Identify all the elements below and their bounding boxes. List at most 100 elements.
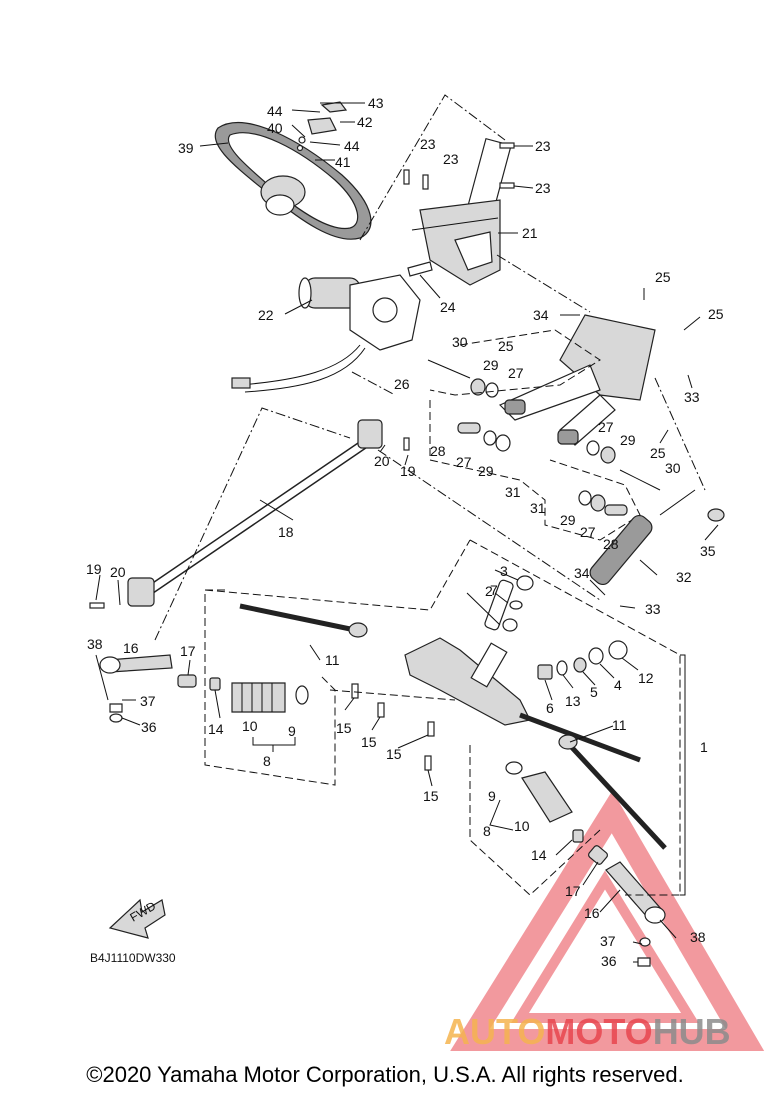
callout-37: 37 (140, 693, 156, 709)
callout-leaders (95, 102, 719, 963)
callout-21: 21 (522, 225, 538, 241)
watermark-logo-triangle (450, 790, 765, 1051)
callout-13: 13 (565, 693, 581, 709)
watermark-logo-text: AUTOMOTOHUB (444, 1011, 731, 1052)
callout-numbers: 1 2 3 4 5 6 7 8 9 10 11 12 13 14 15 16 1… (86, 95, 716, 769)
callout-31: 31 (505, 484, 521, 500)
callout-26: 26 (394, 376, 410, 392)
callout-29: 29 (483, 357, 499, 373)
callout-25c: 25 (498, 338, 514, 354)
leader-wheel (359, 94, 506, 241)
svg-text:AUTOMOTOHUB: AUTOMOTOHUB (444, 1011, 731, 1052)
column-bolts (403, 142, 515, 190)
bolt-30b (619, 469, 661, 491)
callout-5: 5 (590, 684, 598, 700)
callout-34b: 34 (574, 565, 590, 581)
callout-39: 39 (178, 140, 194, 156)
rack-mount-bolts (351, 683, 435, 771)
steering-column (411, 137, 512, 286)
callout-30b: 30 (665, 460, 681, 476)
tie-rod-end-right (605, 861, 666, 967)
group-26-outline (429, 329, 601, 396)
tie-rod-left (239, 603, 368, 638)
callout-10b: 10 (514, 818, 530, 834)
callout-15d: 15 (423, 788, 439, 804)
callout-9b: 9 (488, 788, 496, 804)
callout-43: 43 (368, 95, 384, 111)
callout-numbers-repeat: 44 23 23 23 25 25 25 27 27 27 29 29 29 2… (344, 136, 724, 969)
callout-44: 44 (267, 103, 283, 119)
callout-6: 6 (546, 700, 554, 716)
callout-17: 17 (180, 643, 196, 659)
callout-30: 30 (452, 334, 468, 350)
callout-28: 28 (430, 443, 446, 459)
band-right (572, 829, 584, 843)
callout-11b: 11 (612, 717, 627, 733)
callout-9: 9 (288, 723, 296, 739)
leader-bracket (496, 254, 591, 313)
callout-22: 22 (258, 307, 274, 323)
callout-27d: 27 (580, 524, 596, 540)
callout-19: 19 (86, 561, 102, 577)
leader-shaft-left (154, 407, 351, 641)
callout-25b: 25 (708, 306, 724, 322)
leader-shaft-top (351, 371, 396, 396)
jam-nut-left (177, 674, 197, 688)
callout-44b: 44 (344, 138, 360, 154)
bolt-19a (89, 602, 105, 609)
callout-20: 20 (110, 564, 126, 580)
callout-24: 24 (440, 299, 456, 315)
callout-15c: 15 (386, 746, 402, 762)
callout-25d: 25 (650, 445, 666, 461)
callout-14: 14 (208, 721, 224, 737)
leader-rack (377, 449, 601, 601)
callout-7: 7 (490, 582, 498, 598)
jam-nut-right (587, 845, 609, 865)
bolt-19b (403, 437, 410, 451)
callout-23d: 23 (535, 180, 551, 196)
callout-20b: 20 (374, 453, 390, 469)
steering-rack (404, 579, 641, 763)
tie-rod-end-left (99, 654, 173, 723)
watermark-hub: HUB (653, 1011, 731, 1052)
callout-33b: 33 (645, 601, 661, 617)
callout-19b: 19 (400, 463, 416, 479)
callout-36b: 36 (601, 953, 617, 969)
callout-40: 40 (267, 120, 283, 136)
watermark-auto: AUTO (444, 1011, 545, 1052)
callout-25: 25 (655, 269, 671, 285)
callout-29b: 29 (478, 463, 494, 479)
bolt-30a (427, 359, 471, 379)
outline-rack (469, 539, 681, 896)
band-left (209, 677, 221, 691)
callout-27c: 27 (598, 419, 614, 435)
steering-bracket (498, 314, 656, 446)
callout-31b: 31 (530, 500, 546, 516)
rack-end-parts (502, 575, 628, 680)
callout-38b: 38 (690, 929, 706, 945)
callout-15: 15 (336, 720, 352, 736)
callout-23b: 23 (420, 136, 436, 152)
eps-motor-unit (231, 274, 421, 393)
callout-41: 41 (335, 154, 351, 170)
boot-left (231, 682, 309, 713)
callout-27b: 27 (456, 454, 472, 470)
callout-14b: 14 (531, 847, 547, 863)
callout-35: 35 (700, 543, 716, 559)
outline-left-tierod (204, 539, 471, 611)
diagram-code: B4J1110DW330 (90, 951, 176, 965)
callout-16: 16 (123, 640, 139, 656)
callout-17b: 17 (565, 883, 581, 899)
intermediate-shaft (127, 419, 383, 607)
tie-rod-right (558, 734, 667, 850)
callout-18: 18 (278, 524, 294, 540)
bushings-collars (457, 378, 628, 516)
callout-28b: 28 (603, 536, 619, 552)
callout-10: 10 (242, 718, 258, 734)
callout-3: 3 (500, 563, 508, 579)
boot-right (505, 761, 573, 823)
fwd-arrow-icon: FWD (108, 899, 166, 939)
outline-right-boot (469, 745, 601, 896)
callout-2: 2 (485, 583, 493, 599)
